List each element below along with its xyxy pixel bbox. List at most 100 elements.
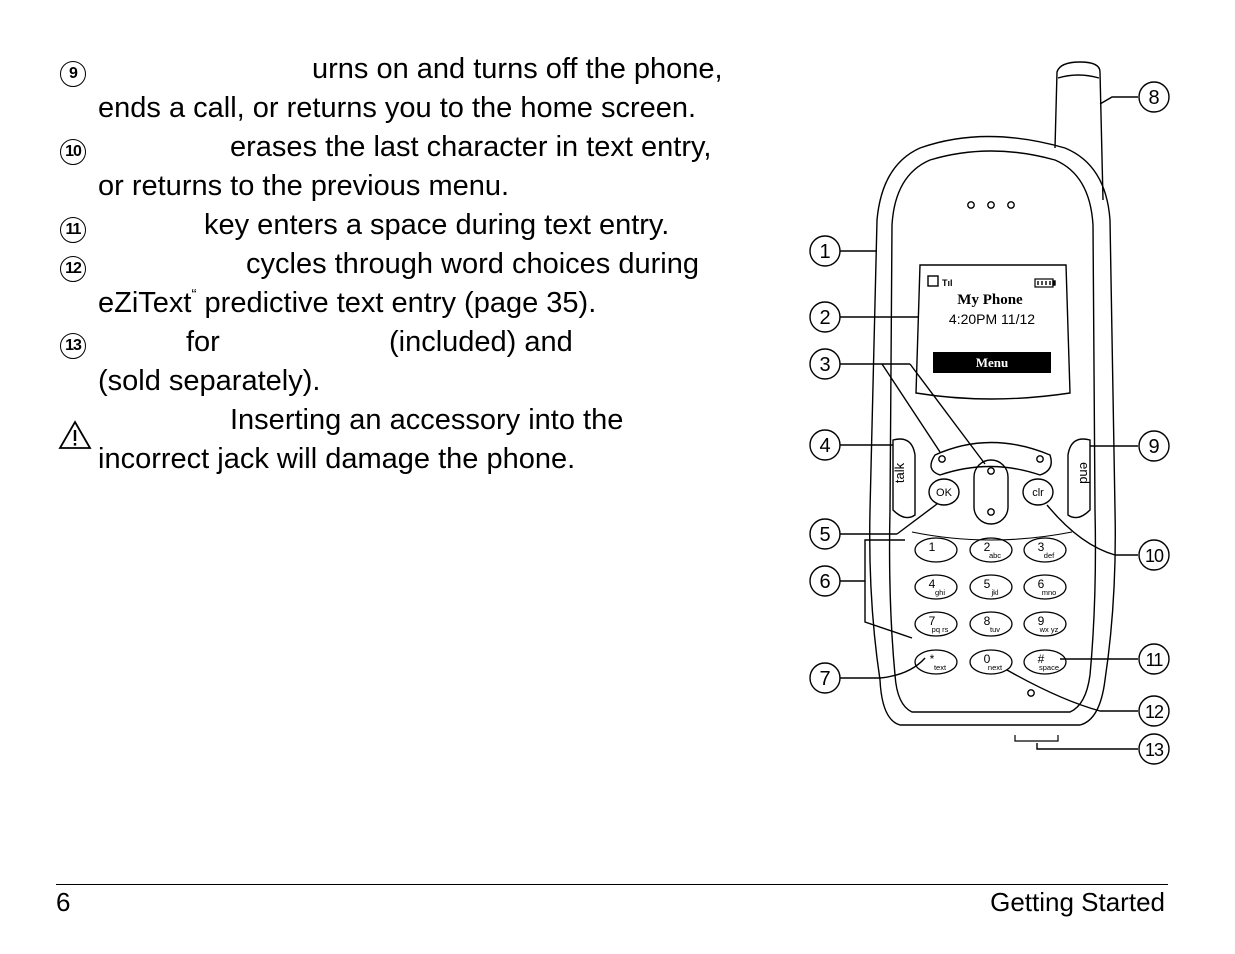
svg-text:10: 10: [1145, 546, 1164, 566]
warning-line-2: incorrect jack will damage the phone.: [98, 443, 576, 475]
talk-label: talk: [892, 462, 907, 483]
key-digit: 8: [984, 614, 991, 628]
clr-key[interactable]: [1022, 478, 1054, 506]
item-10-line-1: erases the last character in text entry,: [230, 131, 712, 163]
clr-label: clr: [1032, 487, 1044, 499]
key-outline: [914, 574, 958, 600]
key-letters: wx yz: [1039, 625, 1059, 634]
svg-text:6: 6: [819, 571, 830, 593]
svg-text:7: 7: [819, 668, 830, 690]
callout-1: 1: [809, 235, 841, 267]
key-digit: 9: [1038, 614, 1045, 628]
key-letters: def: [1044, 551, 1055, 560]
key-letters: mno: [1042, 588, 1057, 597]
callout-12: 12: [1138, 695, 1170, 727]
key-digit: 1: [929, 540, 936, 554]
callout-9: 9: [1138, 430, 1170, 462]
keypad-key-1[interactable]: 1: [914, 537, 958, 563]
soft-keys-bar: [930, 441, 1052, 476]
key-outline: [969, 537, 1013, 563]
callout-number-9: 9: [60, 61, 86, 87]
svg-text:4: 4: [819, 435, 830, 457]
item-13-included: (included) and: [389, 326, 573, 358]
key-digit: 2: [984, 540, 991, 554]
svg-text:11: 11: [1146, 650, 1164, 670]
talk-key[interactable]: [892, 438, 916, 519]
key-outline: [1023, 537, 1067, 563]
svg-text:5: 5: [819, 524, 830, 546]
key-letters: next: [988, 663, 1003, 672]
item-12-line-2: eZiText“ predictive text entry (page 35)…: [98, 286, 596, 325]
svg-text:13: 13: [1145, 740, 1164, 760]
key-outline: [969, 649, 1013, 675]
callout-number-13: 13: [60, 333, 86, 359]
nav-key[interactable]: [973, 459, 1009, 525]
key-letters: pq rs: [932, 625, 949, 634]
warning-triangle-icon: [58, 420, 92, 449]
key-outline: [1023, 611, 1067, 637]
display: [915, 264, 1071, 400]
section-title: Getting Started: [990, 887, 1165, 917]
callout-number-11: 11: [60, 217, 86, 243]
key-digit: 0: [984, 652, 991, 666]
item-13-for: for: [186, 326, 220, 358]
key-letters: abc: [989, 551, 1001, 560]
keypad-key-12[interactable]: #space: [1023, 649, 1067, 675]
item-9-line-2: ends a call, or returns you to the home …: [98, 92, 697, 124]
callout-11: 11: [1138, 643, 1170, 675]
ok-key[interactable]: [928, 478, 960, 506]
softkey-bar: [933, 352, 1051, 373]
key-digit: 5: [984, 577, 991, 591]
softkey-menu-label: Menu: [976, 355, 1009, 370]
key-digit: #: [1038, 652, 1045, 666]
ezitext-brand: eZiText: [98, 287, 192, 319]
key-digit: 3: [1038, 540, 1045, 554]
keypad-key-9[interactable]: 9wx yz: [1023, 611, 1067, 637]
key-outline: [914, 611, 958, 637]
key-digit: 7: [929, 614, 936, 628]
end-key[interactable]: [1067, 438, 1091, 519]
item-9-line-1: urns on and turns off the phone,: [312, 53, 723, 85]
callout-10: 10: [1138, 539, 1170, 571]
callout-4: 4: [809, 429, 841, 461]
callout-3: 3: [809, 348, 841, 380]
ok-label: OK: [936, 487, 953, 499]
key-letters: tuv: [990, 625, 1000, 634]
key-digit: 4: [929, 577, 936, 591]
svg-text:8: 8: [1148, 87, 1159, 109]
svg-text:2: 2: [819, 307, 830, 329]
callout-number-10: 10: [60, 139, 86, 165]
screen-title: My Phone: [957, 292, 1023, 308]
callout-2: 2: [809, 301, 841, 333]
callout-5: 5: [809, 518, 841, 550]
keypad-key-7[interactable]: 7pq rs: [914, 611, 958, 637]
callout-6: 6: [809, 565, 841, 597]
svg-text:1: 1: [819, 241, 830, 263]
antenna: [1054, 61, 1104, 201]
svg-text:12: 12: [1145, 702, 1164, 722]
svg-text:3: 3: [819, 354, 830, 376]
key-outline: [969, 611, 1013, 637]
signal-indicator: Tıl: [942, 278, 953, 288]
item-11-line-1: key enters a space during text entry.: [204, 209, 670, 241]
footer-rule: [56, 884, 1168, 885]
item-13-line-2: (sold separately).: [98, 365, 321, 397]
key-outline: [914, 537, 958, 563]
key-digit: *: [930, 652, 935, 666]
screen-time: 4:20PM 11/12: [949, 311, 1035, 327]
key-outline: [914, 649, 958, 675]
item-12-line-2-rest: predictive text entry (page 35).: [204, 287, 597, 319]
keypad-key-10[interactable]: *text: [914, 649, 958, 675]
key-outline: [1023, 574, 1067, 600]
callout-13: 13: [1138, 733, 1170, 765]
trademark-mark: “: [191, 286, 197, 303]
